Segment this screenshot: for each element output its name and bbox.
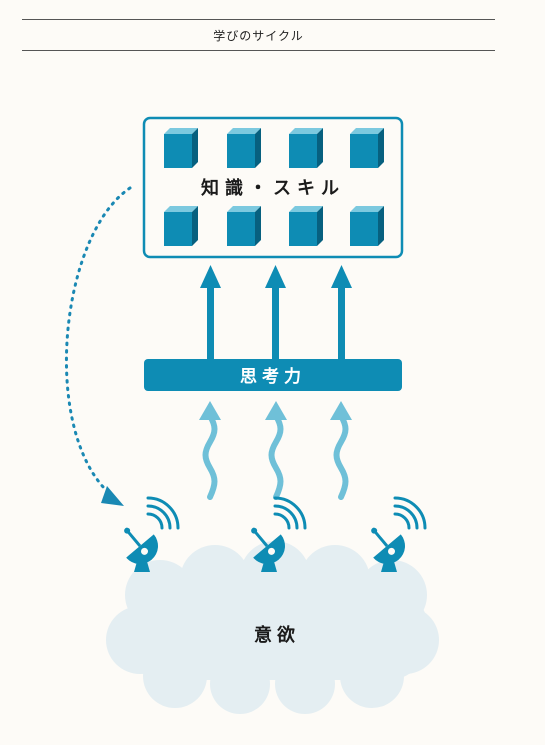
satellite-dish-icon xyxy=(356,496,427,574)
wavy-arrow-icon xyxy=(202,413,218,500)
thinking-bar xyxy=(144,359,402,391)
motivation-label: 意欲 xyxy=(254,624,300,646)
up-arrow-icon xyxy=(265,265,286,361)
book-icon xyxy=(350,206,384,246)
book-icon xyxy=(350,128,384,168)
book-icon xyxy=(227,206,261,246)
book-icon xyxy=(164,128,198,168)
satellite-dish-icon xyxy=(109,496,180,574)
wavy-arrow-icon xyxy=(333,413,349,500)
feedback-dotted-arrow xyxy=(65,186,132,496)
wavy-arrow-icon xyxy=(268,413,284,500)
thinking-label: 思考力 xyxy=(240,366,306,387)
book-icon xyxy=(289,128,323,168)
book-icon xyxy=(289,206,323,246)
book-icon xyxy=(227,128,261,168)
dotted-arrowhead-icon xyxy=(101,486,124,506)
knowledge-skill-box xyxy=(142,116,404,259)
wavy-arrowheads xyxy=(199,401,352,420)
up-arrow-icon xyxy=(200,265,221,361)
book-icon xyxy=(164,206,198,246)
diagram-title: 学びのサイクル xyxy=(22,19,495,51)
up-arrows xyxy=(200,265,352,361)
knowledge-skill-label: 知識・スキル xyxy=(201,177,345,199)
wavy-arrows xyxy=(202,413,349,500)
up-arrow-icon xyxy=(331,265,352,361)
